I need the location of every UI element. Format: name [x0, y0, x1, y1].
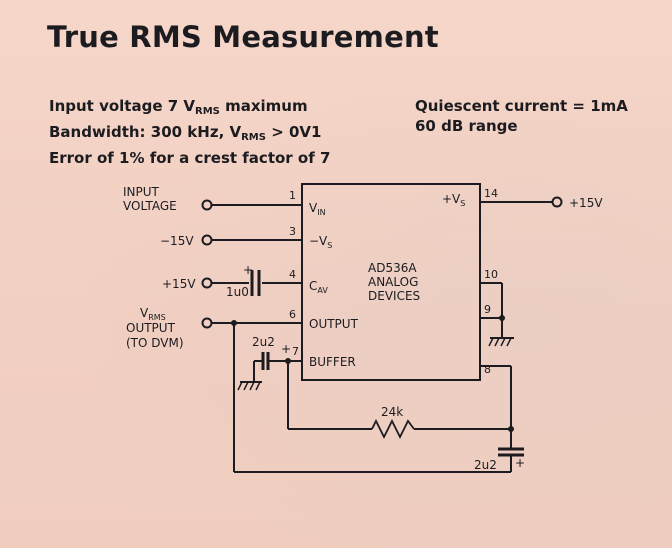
page-title: True RMS Measurement [47, 20, 439, 54]
chip-manufacturer-line2: DEVICES [368, 289, 420, 303]
neg15v-terminal [201, 234, 213, 246]
spec-list-left: Input voltage 7 VRMS maximum Bandwidth: … [49, 96, 330, 168]
spec-line-range: 60 dB range [415, 117, 518, 135]
pin-7-number: 7 [292, 345, 299, 358]
pin-3-name: −VS [309, 234, 332, 250]
vrms-to-dvm-label: (TO DVM) [126, 336, 184, 350]
input-label-line2: VOLTAGE [123, 199, 177, 213]
pos15v-supply-label: +15V [569, 196, 603, 210]
input-label-line1: INPUT [123, 185, 160, 199]
spec-line-error: Error of 1% for a crest factor of 7 [49, 149, 331, 167]
pos15v-supply-terminal [551, 196, 563, 208]
cap-1u0-label: 1u0 [226, 285, 249, 299]
cap-2u2-left-label: 2u2 [252, 335, 275, 349]
cap-2u2-bottom-polarity: + [515, 456, 525, 470]
input-terminal [201, 199, 213, 211]
chip-manufacturer-line1: ANALOG [368, 275, 418, 289]
pin-6-number: 6 [289, 308, 296, 321]
junction-output [231, 320, 237, 326]
spec-line-quiescent: Quiescent current = 1mA [415, 97, 628, 115]
pin-4-name: CAV [309, 279, 328, 295]
junction-resistor-cap [508, 426, 514, 432]
resistor-24k [371, 418, 415, 440]
pin-6-name: OUTPUT [309, 317, 359, 331]
pos15v-cap-terminal [201, 277, 213, 289]
junction-pin9 [499, 315, 505, 321]
cap-2u2-bottom-label: 2u2 [474, 458, 497, 472]
pin-3-number: 3 [289, 225, 296, 238]
neg15v-label: −15V [160, 234, 194, 248]
spec-line-bandwidth: Bandwidth: 300 kHz, VRMS > 0V1 [49, 123, 322, 143]
cap-1u0-polarity: + [243, 263, 253, 277]
pin-8-number: 8 [484, 363, 491, 376]
spec-line-input-voltage: Input voltage 7 VRMS maximum [49, 97, 308, 117]
resistor-24k-label: 24k [381, 405, 403, 419]
pos15v-cap-label: +15V [162, 277, 196, 291]
junction-buffer [285, 358, 291, 364]
pin-14-name: +VS [442, 192, 465, 208]
pin-1-number: 1 [289, 189, 296, 202]
vrms-output-terminal [201, 317, 213, 329]
spec-list-right: Quiescent current = 1mA 60 dB range [415, 96, 628, 136]
pin-4-number: 4 [289, 268, 296, 281]
pin-10-number: 10 [484, 268, 498, 281]
vrms-label: VRMS [140, 306, 166, 322]
vrms-output-label: OUTPUT [126, 321, 176, 335]
pin-1-name: VIN [309, 201, 326, 217]
pin-7-name: BUFFER [309, 355, 356, 369]
chip-part-number: AD536A [368, 261, 417, 275]
pin-14-number: 14 [484, 187, 498, 200]
pin-9-number: 9 [484, 303, 491, 316]
cap-2u2-left-polarity: + [281, 342, 291, 356]
